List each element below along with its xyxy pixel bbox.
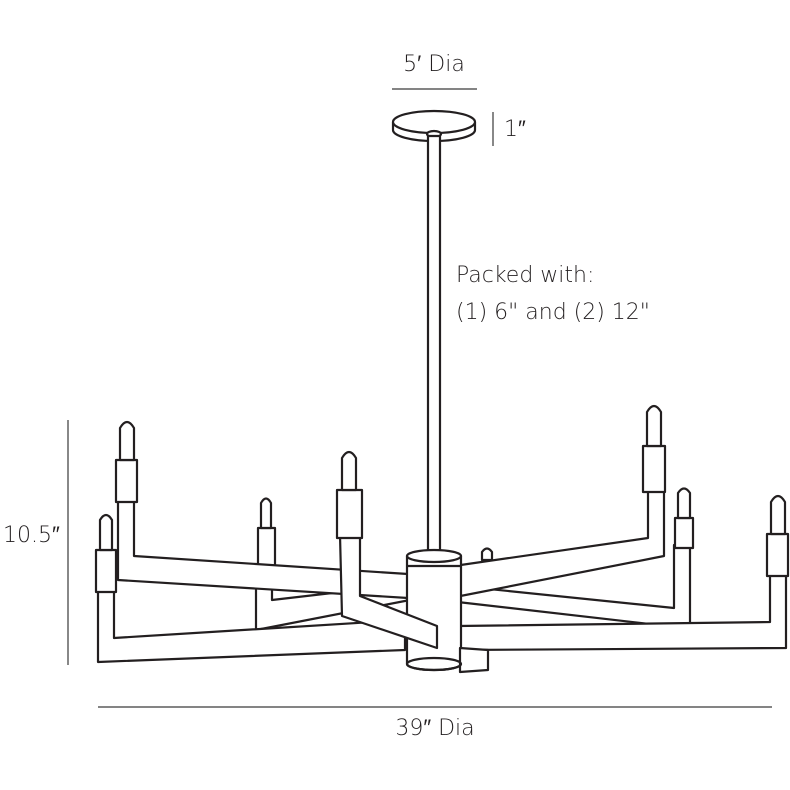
overall-diameter-label: 39″ Dia xyxy=(395,716,474,741)
overall-height-label: 10.5″ xyxy=(3,523,60,548)
lower-left-candle xyxy=(98,513,114,552)
back-left-candle xyxy=(259,497,273,530)
hub-body xyxy=(405,554,463,672)
front-center-candle xyxy=(340,450,358,492)
right-arms xyxy=(438,404,790,652)
front-center-cup xyxy=(335,488,364,540)
canopy-height-label: 1″ xyxy=(504,117,526,142)
central-hub xyxy=(405,548,463,672)
packed-with-line-2: (1) 6" and (2) 12" xyxy=(456,300,650,325)
lower-left-cup xyxy=(94,548,118,594)
back-center-candle xyxy=(480,547,494,562)
front-right-cup xyxy=(765,532,790,578)
upper-right-candle xyxy=(645,404,663,448)
canopy-height-dimension: 1″ xyxy=(492,112,526,146)
upper-right-arm xyxy=(438,488,666,602)
left-arms xyxy=(94,420,410,664)
canopy-top xyxy=(391,109,477,135)
overall-height-dimension: 10.5″ xyxy=(3,420,69,665)
upper-right-cup xyxy=(641,444,667,494)
upper-left-cup xyxy=(114,458,139,504)
back-right-cup xyxy=(673,516,695,550)
front-center-arm-lower xyxy=(458,646,490,674)
downrod xyxy=(426,134,442,558)
hub-top xyxy=(405,548,463,564)
packed-with-note: Packed with: (1) 6" and (2) 12" xyxy=(456,263,650,325)
back-right-candle xyxy=(676,487,692,520)
packed-with-line-1: Packed with: xyxy=(456,263,594,288)
hub-bottom-ring xyxy=(405,656,463,672)
canopy-diameter-dimension: 5′ Dia xyxy=(392,52,477,90)
overall-diameter-dimension: 39″ Dia xyxy=(98,706,772,741)
downrod-tube xyxy=(426,134,442,558)
front-center-arm xyxy=(335,450,490,674)
canopy-diameter-label: 5′ Dia xyxy=(403,52,465,77)
front-right-candle xyxy=(769,494,787,536)
back-left-cup xyxy=(256,526,277,568)
upper-left-candle xyxy=(118,420,136,462)
